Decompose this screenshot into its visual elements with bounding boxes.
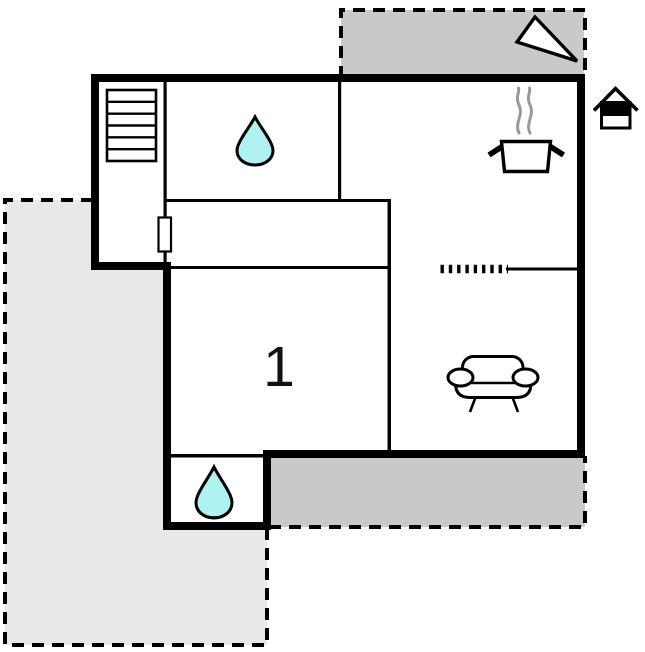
wall-left-upper-exterior bbox=[91, 74, 99, 270]
north-arrow-icon bbox=[514, 14, 579, 63]
pot-body bbox=[499, 139, 553, 174]
house-roof bbox=[592, 85, 639, 112]
wall-kitchen-living-partial bbox=[506, 267, 579, 271]
terrace-top-right-dashed-border bbox=[339, 8, 587, 78]
wall-bathroom-kitchen-divider bbox=[338, 80, 342, 202]
bedroom-number-label: 1 bbox=[263, 335, 295, 399]
water-drop-icon bbox=[235, 113, 275, 167]
steam-line bbox=[515, 86, 522, 135]
wall-bottom-exterior bbox=[263, 450, 585, 458]
terrace-top-right bbox=[339, 8, 587, 78]
exterior-walls bbox=[91, 74, 585, 530]
wall-stairwell-bottom-exterior bbox=[91, 262, 171, 270]
pot-handle-right bbox=[548, 143, 565, 158]
terrace-left-fill bbox=[5, 200, 267, 645]
terrace-bottom-right bbox=[269, 456, 587, 529]
wall-right-exterior bbox=[577, 74, 585, 458]
door-icon bbox=[157, 216, 173, 253]
wall-hallway-bottom bbox=[165, 266, 390, 269]
wall-hallway-top bbox=[165, 199, 390, 202]
wall-wc-top bbox=[166, 454, 266, 458]
terrace-bottom-right-fill bbox=[269, 456, 585, 527]
stairs-icon bbox=[105, 88, 158, 163]
sofa-armrest-left bbox=[446, 367, 475, 388]
wall-bedroom-living-divider bbox=[387, 199, 391, 452]
terrace-left bbox=[3, 198, 269, 647]
entrance-house-icon bbox=[592, 85, 639, 130]
stove-pot-icon bbox=[487, 86, 565, 174]
wall-stair-bathroom-divider bbox=[163, 80, 167, 264]
wall-wc-bottom-exterior bbox=[163, 522, 271, 530]
terrace-bottom-right-dashed-border bbox=[269, 456, 587, 529]
water-drop-icon bbox=[194, 463, 234, 520]
house-body-upper-fill bbox=[600, 101, 631, 116]
interior-walls bbox=[163, 80, 579, 458]
steam-line bbox=[526, 86, 533, 135]
wall-left-lower-exterior bbox=[163, 262, 171, 530]
sofa-armrest-right bbox=[511, 367, 540, 388]
wall-wc-right-exterior bbox=[263, 455, 271, 530]
wall-top-exterior bbox=[91, 74, 585, 82]
sofa-icon bbox=[446, 355, 540, 413]
